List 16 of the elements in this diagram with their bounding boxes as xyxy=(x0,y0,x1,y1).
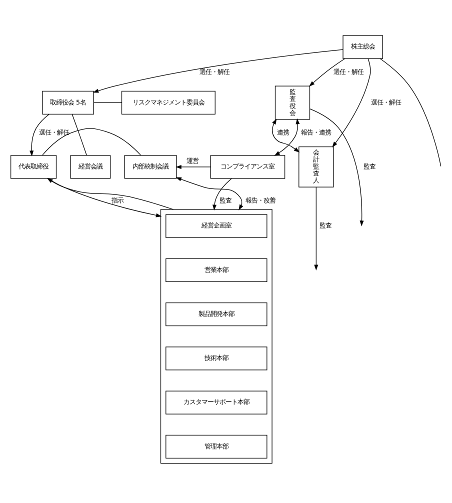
arrow xyxy=(176,164,211,168)
cluster xyxy=(160,208,272,464)
connector xyxy=(380,58,442,166)
arrow xyxy=(48,178,162,217)
arrow xyxy=(176,176,244,210)
arrow xyxy=(212,178,232,210)
arrow xyxy=(30,113,50,156)
arrow xyxy=(314,186,318,270)
arrow xyxy=(332,58,371,147)
arrow xyxy=(92,48,344,92)
arrow xyxy=(310,108,364,226)
connector xyxy=(72,113,87,156)
connector xyxy=(42,128,142,156)
connector xyxy=(93,102,122,103)
arrow xyxy=(308,58,346,86)
arrow xyxy=(47,178,174,210)
